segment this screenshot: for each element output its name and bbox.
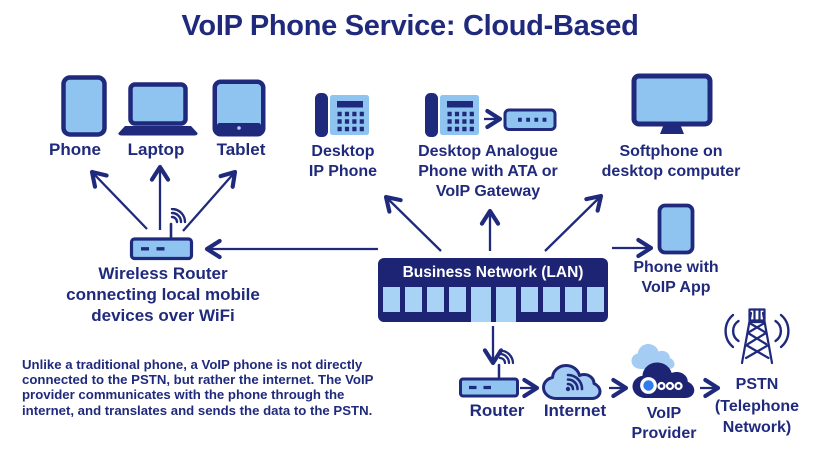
lan-label: Business Network (LAN)	[402, 264, 584, 281]
laptop-label: Laptop	[127, 140, 185, 159]
lan-port	[564, 287, 582, 312]
pstn-label: PSTN (Telephone Network)	[714, 376, 800, 436]
analogue-phone-icon	[425, 93, 479, 137]
tablet-label: Tablet	[216, 140, 266, 159]
note-text: Unlike a traditional phone, a VoIP phone…	[22, 357, 374, 418]
voip-provider-icon	[631, 344, 695, 398]
desktop-ip-phone-icon	[315, 93, 369, 137]
softphone-label: Softphone on desktop computer	[601, 143, 741, 180]
laptop-icon	[118, 82, 198, 136]
pstn-tower-icon	[724, 308, 790, 365]
lan-port	[448, 287, 466, 312]
lan-port	[542, 287, 560, 312]
arrow-lan-to-softphone	[544, 193, 604, 252]
voip-provider-label: VoIP Provider	[631, 405, 697, 442]
lan-port	[470, 287, 491, 322]
lan-port	[495, 287, 516, 322]
arrow-lan-to-desktop-ip	[383, 194, 442, 252]
tablet-icon	[212, 79, 266, 137]
lan-port	[586, 287, 604, 312]
router-label: Router	[469, 401, 525, 420]
phone-icon	[61, 75, 107, 137]
lan-port	[404, 287, 422, 312]
internet-label: Internet	[543, 401, 607, 420]
wireless-router-label: Wireless Router connecting local mobile …	[66, 264, 260, 325]
desktop-monitor-icon	[631, 73, 713, 134]
lan-ports	[378, 287, 608, 322]
router-icon	[459, 350, 519, 398]
page-title: VoIP Phone Service: Cloud-Based	[181, 10, 639, 42]
phone-label: Phone	[49, 140, 101, 159]
voip-app-phone-icon	[657, 203, 695, 255]
lan-box: Business Network (LAN)	[378, 258, 608, 322]
voip-app-phone-label: Phone with VoIP App	[633, 259, 719, 296]
lan-port	[426, 287, 444, 312]
lan-port	[382, 287, 400, 312]
analogue-phone-label: Desktop Analogue Phone with ATA or VoIP …	[418, 143, 558, 200]
internet-cloud-icon	[542, 364, 602, 400]
lan-port	[520, 287, 538, 312]
desktop-ip-phone-label: Desktop IP Phone	[308, 143, 378, 180]
ata-adapter-icon	[503, 108, 557, 131]
wireless-router-icon	[129, 208, 194, 261]
